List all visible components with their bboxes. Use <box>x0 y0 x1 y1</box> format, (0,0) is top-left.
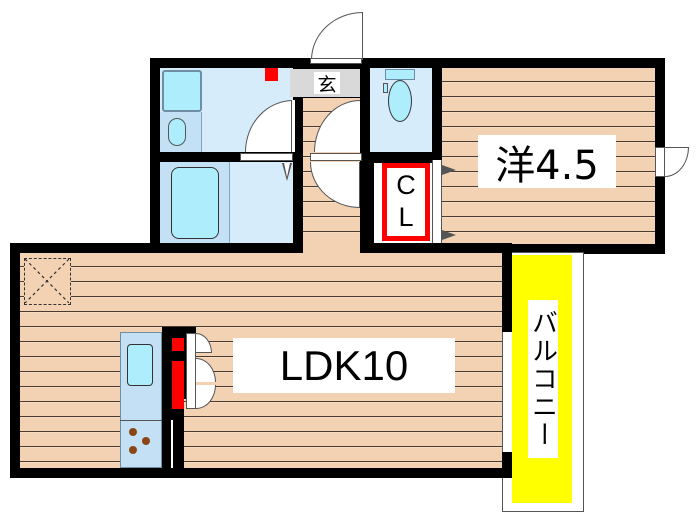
western-room-window[interactable] <box>655 147 665 177</box>
pantry-red-marker <box>172 361 184 409</box>
bathtub-icon <box>171 167 219 239</box>
closet-label-l: L <box>398 201 414 232</box>
stove-burner-icon <box>129 446 137 454</box>
ldk-label: LDK10 <box>233 338 455 393</box>
toilet-tank-icon <box>385 69 415 80</box>
western-room-label: 洋4.5 <box>478 135 616 189</box>
front-door-swing-icon[interactable] <box>311 12 363 60</box>
stove-burner-icon <box>129 428 137 436</box>
utility-marker-icon <box>265 68 278 81</box>
stove-burner-icon <box>142 437 150 445</box>
kitchen-sink-icon <box>127 344 153 386</box>
washer-drum-icon <box>168 118 186 146</box>
closet-frame <box>382 163 430 241</box>
entrance-label: 玄 <box>314 72 340 96</box>
balcony-label: バルコニー <box>528 300 558 458</box>
washbasin-icon <box>162 70 202 112</box>
storage-hatch-icon <box>24 258 71 305</box>
toilet-bowl-icon <box>388 80 412 122</box>
window-swing-icon <box>665 147 689 177</box>
pantry-red-marker <box>172 338 184 351</box>
closet-door-indicator-icon <box>442 230 456 240</box>
closet-label-c: C <box>396 169 416 200</box>
closet-door-indicator-icon <box>442 165 456 175</box>
